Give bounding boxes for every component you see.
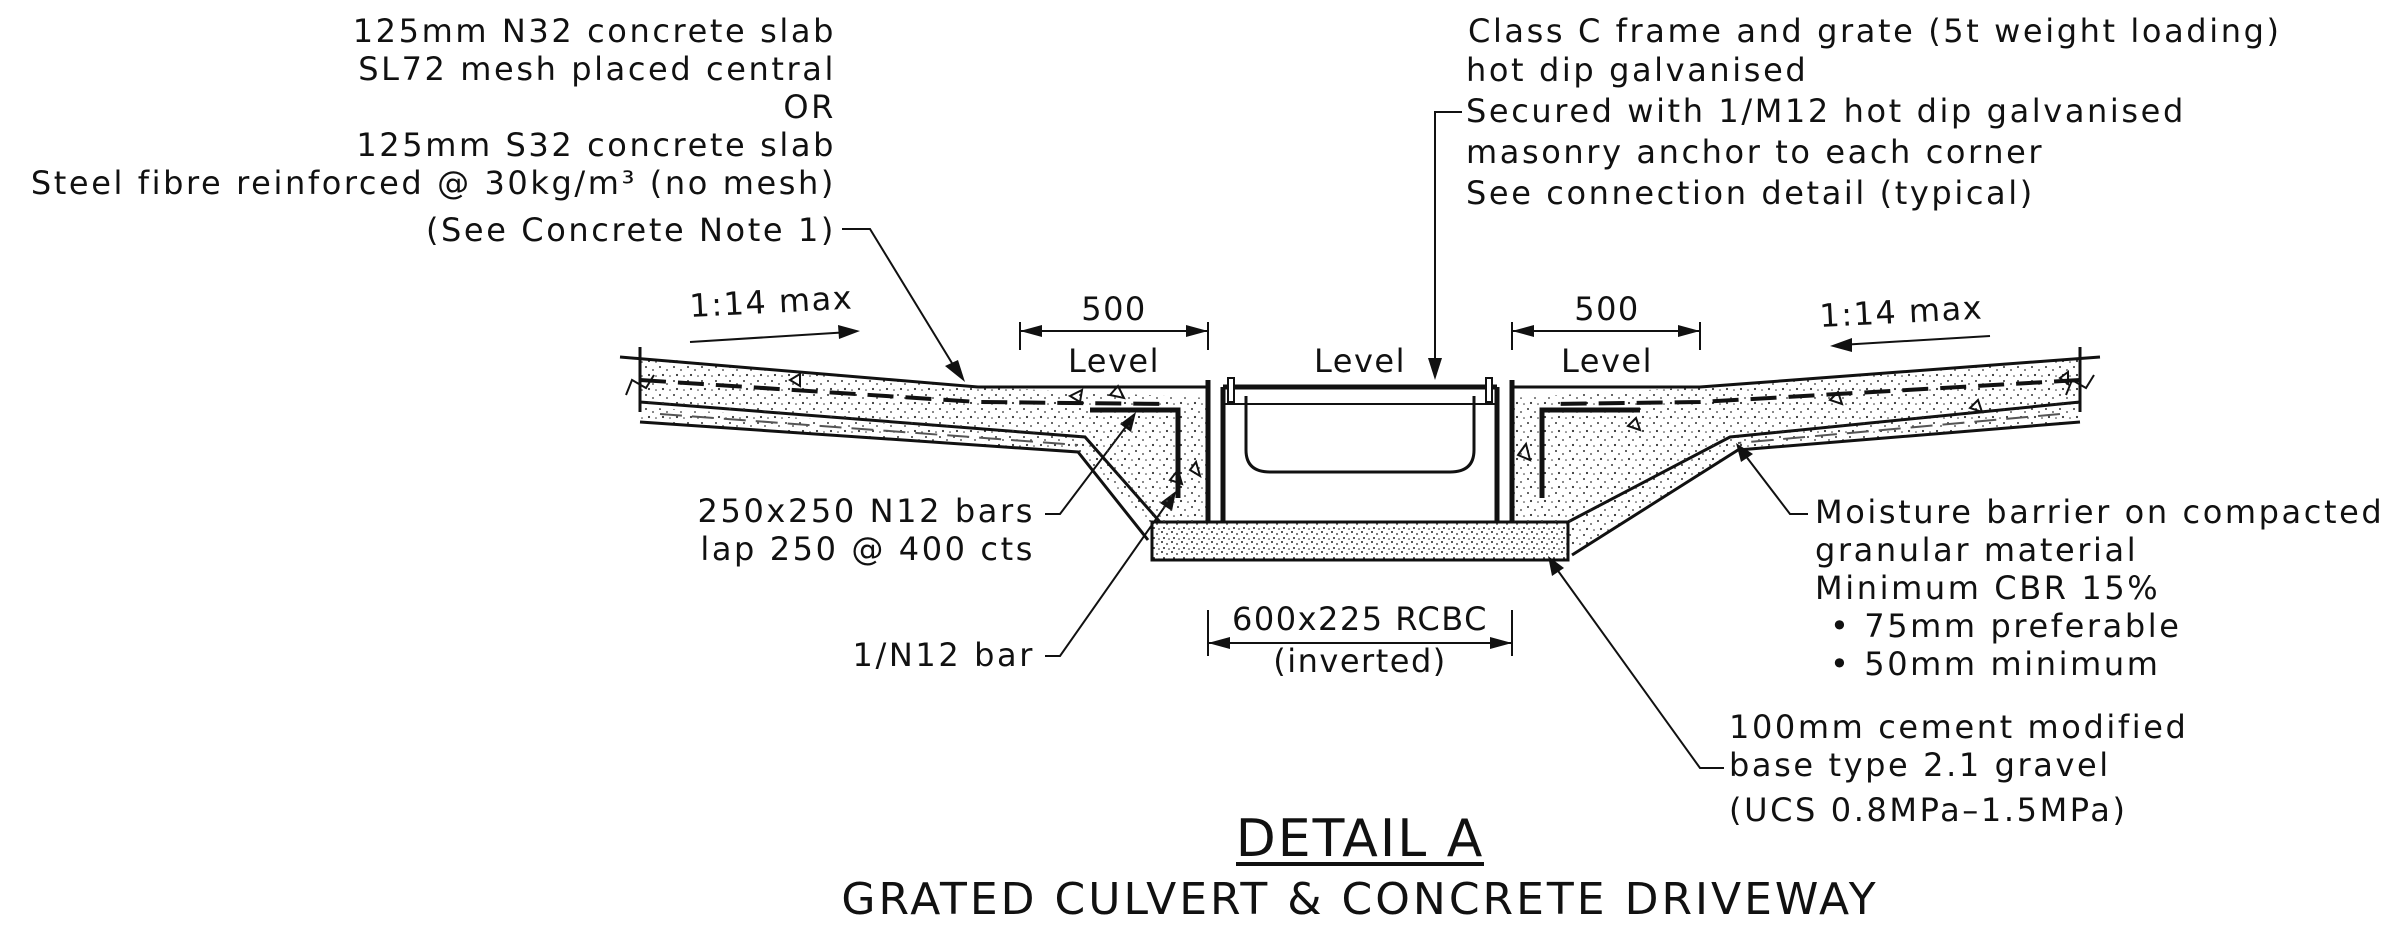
slab-leader-arrow <box>945 360 965 382</box>
moisture-barrier-left <box>659 413 1079 446</box>
slab-left-top <box>619 355 1208 389</box>
slope-left-label: 1:14 max <box>688 278 854 325</box>
subgrade-right-bottom <box>1571 420 2081 557</box>
n12-bar-note: 1/N12 bar <box>853 636 1035 674</box>
slope-right-label: 1:14 max <box>1818 288 1984 335</box>
slab-note-line: 125mm N32 concrete slab <box>353 12 836 50</box>
width-right-label: 500 <box>1574 290 1640 328</box>
detail-title: DETAIL A <box>1236 809 1485 869</box>
slope-right-arrowhead <box>1830 338 1852 352</box>
bars-note: 250x250 N12 bars lap 250 @ 400 cts <box>698 492 1035 568</box>
moisture-barrier-right <box>1737 413 2061 444</box>
concrete-symbol <box>788 372 801 388</box>
concrete-symbol <box>1067 388 1084 404</box>
grate-note-line: hot dip galvanised <box>1466 51 1808 89</box>
base-note: 100mm cement modified base type 2.1 grav… <box>1729 708 2188 829</box>
slab-note-line: Steel fibre reinforced @ 30kg/m³ (no mes… <box>31 164 836 202</box>
grate-note-line: See connection detail (typical) <box>1466 174 2035 212</box>
break-symbol-right <box>2065 374 2095 396</box>
subgrade-left-bottom <box>639 420 1150 541</box>
slope-left-arrow-line <box>689 331 851 343</box>
concrete-symbol <box>1516 441 1532 462</box>
dim-arrowhead <box>1678 325 1700 337</box>
culvert-label: 600x225 RCBC <box>1232 600 1488 638</box>
grate-leader <box>1434 111 1462 365</box>
slab-note-line: SL72 mesh placed central <box>358 50 836 88</box>
title-block: DETAIL A GRATED CULVERT & CONCRETE DRIVE… <box>841 809 1878 925</box>
concrete-symbol <box>1108 384 1126 400</box>
slab-left-fill <box>640 357 1208 522</box>
width-left-label: 500 <box>1081 290 1147 328</box>
moisture-leader <box>1744 454 1808 515</box>
dim-arrowhead <box>1020 325 1042 337</box>
n12-leader <box>1045 501 1169 657</box>
moisture-note-line: Moisture barrier on compacted <box>1815 493 2384 531</box>
concrete-symbol <box>1168 467 1184 486</box>
dim-arrowhead <box>1208 637 1230 649</box>
anchor-bolt-left <box>1227 377 1235 403</box>
cross-section <box>619 347 2101 562</box>
n12-bar-right <box>1539 407 1640 498</box>
mesh-left <box>639 378 1169 406</box>
moisture-note-line: • 50mm minimum <box>1830 645 2161 683</box>
level-center-label: Level <box>1314 342 1406 380</box>
detail-subtitle: GRATED CULVERT & CONCRETE DRIVEWAY <box>841 874 1878 925</box>
mesh-right <box>1549 378 2081 406</box>
gravel-base <box>1150 520 1570 562</box>
moisture-note: Moisture barrier on compacted granular m… <box>1815 493 2384 683</box>
grate-leader-arrow <box>1428 358 1442 380</box>
dimension-group: 1:14 max 1:14 max 500 Level Level 500 Le… <box>688 278 1991 680</box>
level-right-label: Level <box>1561 342 1653 380</box>
slab-note: 125mm N32 concrete slab SL72 mesh placed… <box>31 12 836 249</box>
slab-note-line: (See Concrete Note 1) <box>426 211 836 249</box>
concrete-symbol <box>2058 370 2069 386</box>
grate-note-line: Secured with 1/M12 hot dip galvanised <box>1466 92 2186 130</box>
dim-arrowhead <box>1490 637 1512 649</box>
moisture-note-line: granular material <box>1815 531 2138 569</box>
subgrade-left-fill <box>640 398 1160 522</box>
level-left-label: Level <box>1068 342 1160 380</box>
slab-leader <box>842 228 956 369</box>
concrete-symbol <box>1828 390 1844 406</box>
base-note-line: (UCS 0.8MPa–1.5MPa) <box>1729 791 2128 829</box>
concrete-symbol <box>1626 416 1642 432</box>
slab-right-fill <box>1512 357 2080 522</box>
slab-note-line: 125mm S32 concrete slab <box>356 126 836 164</box>
grate-note: Class C frame and grate (5t weight loadi… <box>1466 12 2282 212</box>
bars-note-line: lap 250 @ 400 cts <box>700 530 1035 568</box>
dim-arrowhead <box>1186 325 1208 337</box>
subgrade-right-fill <box>1568 398 2080 555</box>
slab-note-line: OR <box>783 88 836 126</box>
slab-right-top <box>1512 355 2101 389</box>
concrete-symbol <box>1188 459 1202 479</box>
slope-right-arrow-line <box>1839 335 1991 346</box>
grate-note-line: masonry anchor to each corner <box>1466 133 2044 171</box>
dim-arrowhead <box>1512 325 1534 337</box>
moisture-note-line: • 75mm preferable <box>1830 607 2182 645</box>
culvert-note-label: (inverted) <box>1273 642 1446 680</box>
base-note-line: 100mm cement modified <box>1729 708 2188 746</box>
concrete-symbol <box>1968 398 1984 414</box>
break-symbol-left <box>625 374 655 396</box>
anchor-bolt-right <box>1485 377 1493 403</box>
base-leader <box>1555 567 1724 769</box>
slope-left-arrowhead <box>838 325 860 339</box>
grate-channel <box>1244 396 1476 474</box>
moisture-note-line: Minimum CBR 15% <box>1815 569 2160 607</box>
grate-note-line: Class C frame and grate (5t weight loadi… <box>1468 12 2282 50</box>
base-note-line: base type 2.1 gravel <box>1729 746 2111 784</box>
bars-note-line: 250x250 N12 bars <box>698 492 1035 530</box>
